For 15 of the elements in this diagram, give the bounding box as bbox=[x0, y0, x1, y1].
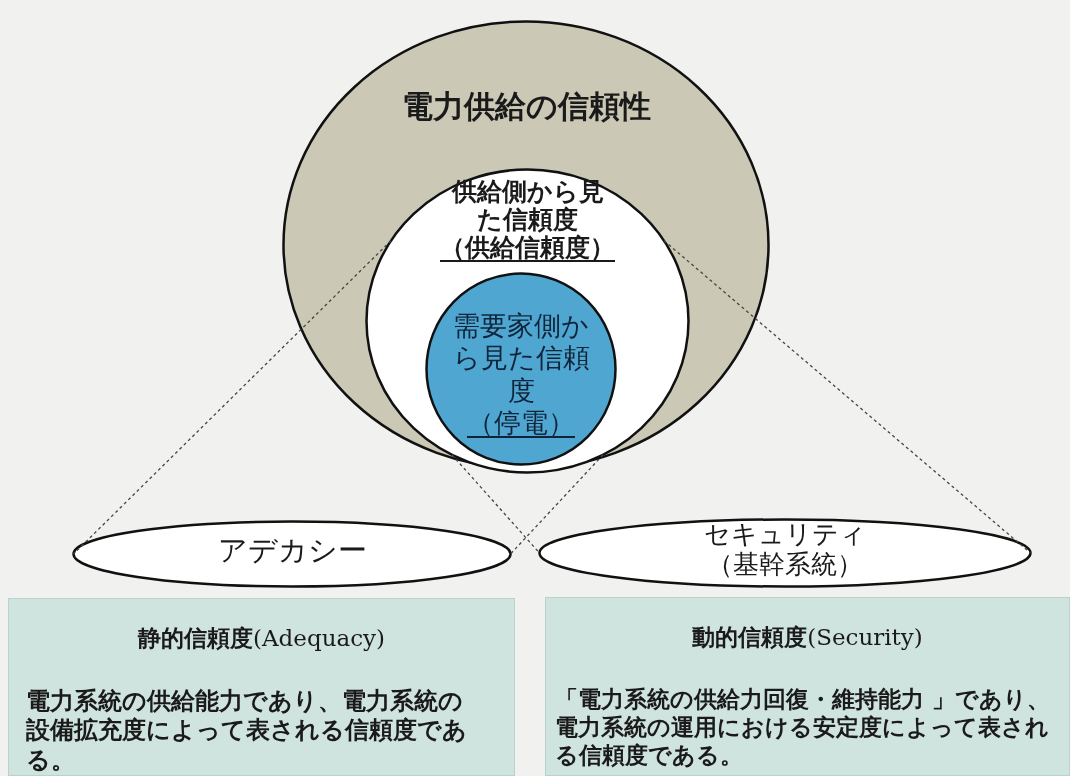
circle-title: 電力供給の信頼性 bbox=[401, 88, 651, 126]
circle-label: （供給信頼度） bbox=[440, 234, 615, 262]
dotted-line bbox=[72, 240, 392, 555]
ellipse-label: セキュリティ（基幹系統） bbox=[703, 520, 867, 580]
circle-label: 需要家側から見た信頼度 bbox=[451, 310, 591, 408]
circle-label: 供給側から見た信頼度 bbox=[450, 178, 605, 234]
ellipse-label: アデカシー bbox=[217, 533, 367, 569]
panel-text: 「電力系統の供給力回復・維持能力 」であり、電力系統の運用における安定度によって表される信頼度である。 bbox=[555, 685, 1051, 770]
dotted-line bbox=[509, 454, 604, 555]
panel-text: 電力系統の供給能力であり、電力系統の設備拡充度によって表される信頼度である。 bbox=[26, 686, 468, 774]
circle-label: （停電） bbox=[467, 407, 575, 440]
panel-heading: 動的信頼度(Security) bbox=[692, 623, 923, 652]
dotted-line bbox=[451, 454, 541, 554]
dotted-line bbox=[663, 240, 1032, 554]
panel-heading: 静的信頼度(Adequacy) bbox=[138, 624, 385, 653]
